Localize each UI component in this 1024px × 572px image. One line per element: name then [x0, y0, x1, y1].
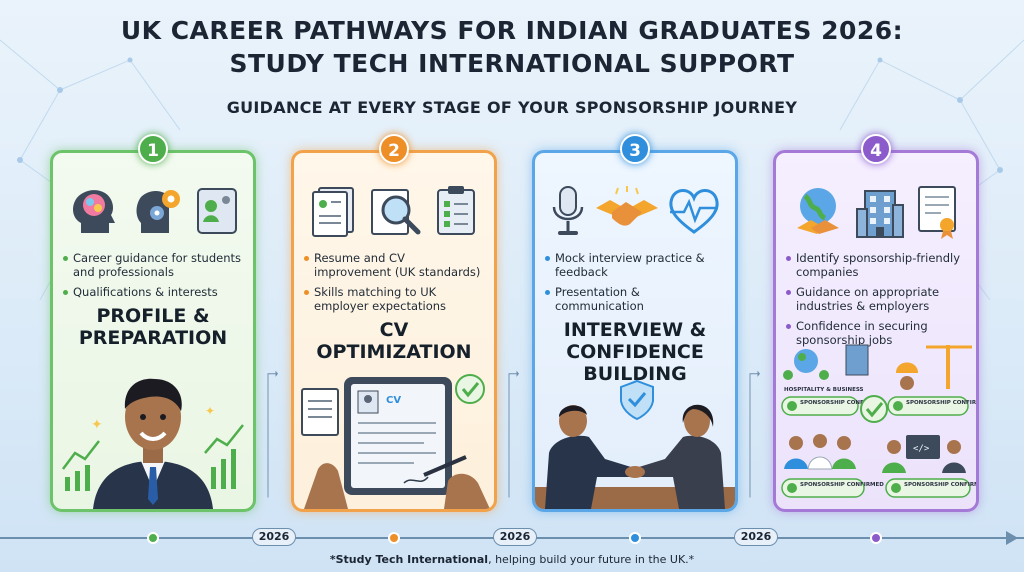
step-1-points: Career guidance for students and profess… — [63, 251, 243, 299]
timeline-year-label: 2026 — [252, 528, 296, 546]
svg-text:✦: ✦ — [91, 417, 103, 433]
step-2-icons — [304, 177, 484, 245]
tablet-cv-label: CV — [386, 395, 401, 406]
healthcare-workers — [784, 434, 856, 470]
sponsorship-confirmed-illustration: HOSPITALITY & BUSINESS SPONSORSHIP CONFI… — [781, 344, 976, 498]
svg-text:SPONSORSHIP CONFIRMED: SPONSORSHIP CONFIRMED — [904, 482, 976, 488]
page-title: UK CAREER PATHWAYS FOR INDIAN GRADUATES … — [0, 14, 1024, 80]
connector-1-2 — [267, 370, 278, 498]
svg-text:SPONSORSHIP CONFIRMED: SPONSORSHIP CONFIRMED — [906, 400, 976, 406]
step-3-point: Mock interview practice & feedback — [545, 251, 725, 279]
step-1-heading: PROFILE & PREPARATION — [63, 305, 243, 349]
office-building-icon — [856, 190, 904, 238]
step-2-point: Skills matching to UK employer expectati… — [304, 285, 484, 313]
step-4-point: Guidance on appropriate industries & emp… — [786, 285, 966, 313]
growth-chart-left — [62, 440, 100, 470]
brain-head-icon — [73, 190, 115, 233]
footer-note: *Study Tech International, helping build… — [0, 553, 1024, 566]
connector-3-4 — [749, 370, 760, 498]
step-3-card: Mock interview practice & feedback Prese… — [532, 150, 738, 512]
timeline-year-label: 2026 — [493, 528, 537, 546]
graduate-professional-illustration: ✦ ✦ — [62, 378, 244, 509]
step-2-points: Resume and CV improvement (UK standards)… — [304, 251, 484, 313]
svg-text:✦: ✦ — [205, 404, 215, 418]
step-3-badge: 3 — [620, 134, 650, 164]
timeline-dot-step-3 — [629, 532, 641, 544]
step-4-points: Identify sponsorship-friendly companies … — [786, 251, 966, 347]
step-1-badge: 1 — [138, 134, 168, 164]
certificate-icon — [918, 186, 956, 239]
globe-handshake-icon — [797, 188, 839, 234]
svg-text:SPONSORSHIP CONFIRMED: SPONSORSHIP CONFIRMED — [800, 482, 884, 488]
timeline-dot-step-2 — [388, 532, 400, 544]
profile-card-icon — [197, 188, 237, 234]
page-subtitle: GUIDANCE AT EVERY STAGE OF YOUR SPONSORS… — [226, 98, 798, 117]
sponsorship-confirmed-badge: SPONSORSHIP CONFIRMED — [887, 396, 976, 416]
heart-pulse-icon — [669, 189, 719, 234]
step-2-badge: 2 — [379, 134, 409, 164]
step-2-heading: CV OPTIMIZATION — [316, 319, 472, 363]
timeline-dot-step-4 — [870, 532, 882, 544]
step-4-badge: 4 — [861, 134, 891, 164]
step-2-card: Resume and CV improvement (UK standards)… — [291, 150, 497, 512]
tech-workers: </> — [882, 435, 966, 473]
svg-text:SPONSORSHIP CONFIRMED: SPONSORSHIP CONFIRMED — [800, 400, 884, 406]
microphone-icon — [552, 186, 584, 235]
timeline-year-label: 2026 — [734, 528, 778, 546]
step-1-card: Career guidance for students and profess… — [50, 150, 256, 512]
industry-label: HOSPITALITY & BUSINESS — [784, 387, 864, 393]
svg-text:</>: </> — [913, 444, 930, 454]
step-1-heading-line: PREPARATION — [78, 327, 228, 349]
title-line-1: UK CAREER PATHWAYS FOR INDIAN GRADUATES … — [120, 16, 904, 45]
step-3-heading-line: CONFIDENCE — [566, 341, 704, 363]
step-2-point: Resume and CV improvement (UK standards) — [304, 251, 484, 279]
sponsorship-confirmed-badge: SPONSORSHIP CONFIRMED — [885, 478, 976, 498]
sponsorship-confirmed-badge: SPONSORSHIP CONFIRMED — [781, 396, 884, 416]
footer-brand: *Study Tech International — [329, 553, 489, 566]
gear-head-icon — [136, 190, 180, 233]
step-4-icons — [786, 177, 966, 245]
footer-text: , helping build your future in the UK.* — [488, 553, 695, 566]
sponsorship-confirmed-badge: SPONSORSHIP CONFIRMED — [781, 478, 884, 498]
title-line-2: STUDY TECH INTERNATIONAL SUPPORT — [229, 49, 795, 78]
step-3-point: Presentation & communication — [545, 285, 725, 313]
step-1-icons — [63, 177, 243, 245]
handshake-icon — [596, 186, 658, 226]
step-3-heading-line: BUILDING — [583, 363, 687, 385]
connector-2-3 — [508, 370, 519, 498]
step-3-heading-line: INTERVIEW & — [563, 319, 707, 341]
step-3-heading: INTERVIEW & CONFIDENCE BUILDING — [545, 319, 725, 385]
step-3-icons — [545, 177, 725, 245]
cv-tablet-illustration: CV — [301, 374, 490, 509]
step-4-card: Identify sponsorship-friendly companies … — [773, 150, 979, 512]
timeline-dot-step-1 — [147, 532, 159, 544]
magnifier-icon — [370, 189, 421, 235]
step-3-points: Mock interview practice & feedback Prese… — [545, 251, 725, 313]
step-4-point: Confidence in securing sponsorship jobs — [786, 319, 966, 347]
growth-chart-right — [204, 424, 244, 454]
step-1-point: Qualifications & interests — [63, 285, 243, 299]
step-1-point: Career guidance for students and profess… — [63, 251, 243, 279]
checklist-icon — [437, 186, 476, 235]
interview-handshake-illustration — [535, 379, 735, 509]
timeline-arrow — [1006, 531, 1018, 545]
document-icon — [311, 187, 354, 237]
step-1-heading-line: PROFILE & — [96, 305, 210, 327]
step-4-point: Identify sponsorship-friendly companies — [786, 251, 966, 279]
